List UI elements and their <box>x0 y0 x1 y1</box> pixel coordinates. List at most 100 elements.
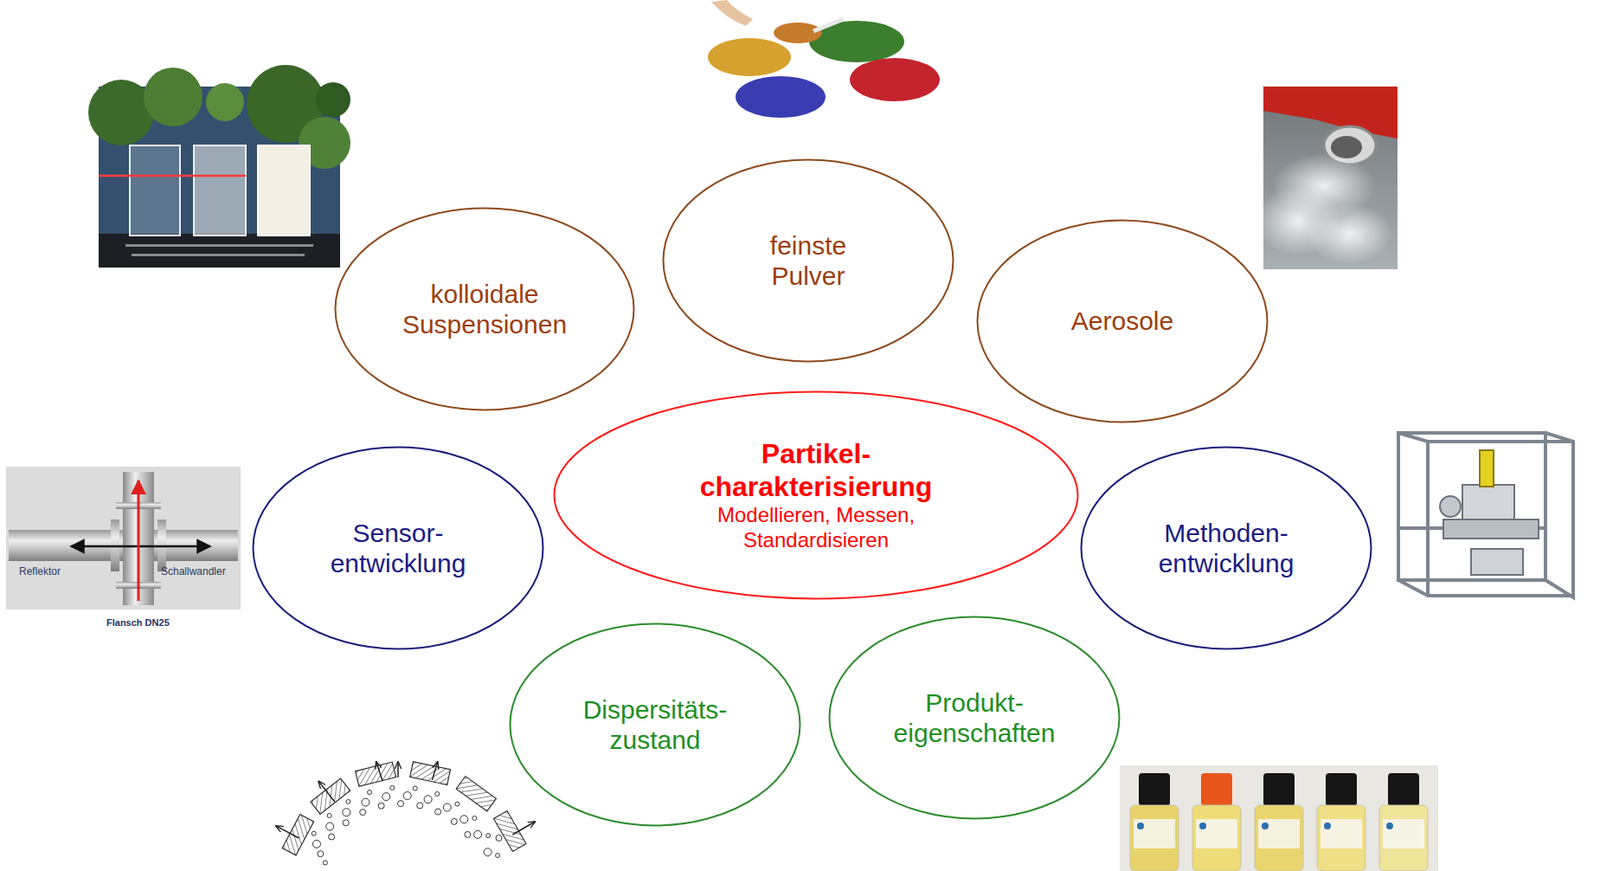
dispersity-sketch-part <box>443 803 451 811</box>
topic-ellipse: feinste Pulver <box>661 158 955 363</box>
colloid-photo-part <box>131 253 305 257</box>
colloid-photo-part <box>129 145 180 236</box>
image-label: Schallwandler <box>160 565 226 578</box>
colloid-photo-part <box>315 82 351 117</box>
dispersity-sketch-part <box>455 801 460 806</box>
pigment-photo-part <box>707 38 791 77</box>
dispersity-sketch-part <box>361 797 370 806</box>
colloid-photo-part <box>143 67 203 127</box>
sensor-photo-part <box>137 480 141 601</box>
dispersity-sketch-part <box>424 795 432 804</box>
dispersity-sketch-part <box>460 815 469 823</box>
machine-drawing-part <box>1479 449 1494 487</box>
topic-ellipse: Sensor- entwicklung <box>251 445 545 650</box>
ellipse-shape <box>663 160 954 362</box>
topic-ellipse: Produkt- eigenschaften <box>828 615 1121 820</box>
dispersity-sketch-part <box>355 761 397 786</box>
node-text-group: Aerosole <box>1071 305 1174 336</box>
node-text-group: kolloidale Suspensionen <box>402 278 567 341</box>
bottle-photo-part <box>1379 772 1428 871</box>
node-title: feinste Pulver <box>770 230 847 292</box>
dispersity-sketch-part <box>410 761 451 785</box>
ellipse-shape <box>554 391 1079 599</box>
bottle-photo-part <box>1382 818 1425 849</box>
machine-drawing-part <box>1398 432 1546 580</box>
ellipse-shape <box>510 623 801 826</box>
bottle-photo-part <box>1130 804 1179 871</box>
dispersity-sketch-part <box>456 776 496 811</box>
dispersity-sketch-part <box>397 761 399 778</box>
image-label: Flansch DN25 <box>106 616 170 628</box>
machine-drawing-part <box>1471 548 1523 575</box>
dispersity-sketch-part <box>367 790 373 795</box>
dispersity-sketch-part <box>359 809 367 816</box>
pigment-photo-part <box>813 19 844 32</box>
dispersity-sketch-part <box>483 848 492 856</box>
bottle-photo-part <box>1317 804 1366 871</box>
colloid-photo-part <box>205 83 245 122</box>
colloid-photo-part <box>125 244 314 247</box>
dispersity-sketch-part <box>346 798 351 804</box>
pigment-photo-part <box>711 0 753 26</box>
bottle-photo <box>1119 764 1439 871</box>
machine-drawing <box>1398 432 1574 598</box>
bottle-photo-part <box>1195 818 1238 849</box>
bottle-photo-part <box>1320 818 1363 849</box>
pigment-photo-part <box>699 0 945 121</box>
dispersity-sketch-part <box>342 819 349 826</box>
node-title: Dispersitäts- zustand <box>583 693 728 756</box>
dispersity-sketch-part <box>282 814 315 855</box>
machine-drawing-part <box>1398 432 1574 442</box>
dispersity-sketch-part <box>318 780 335 802</box>
bottle-photo-part <box>1258 818 1300 849</box>
colloid-photo-part <box>98 174 246 178</box>
pigment-photo-part <box>849 57 940 102</box>
bottle-photo-part <box>1201 772 1233 806</box>
ellipse-outline <box>251 445 545 650</box>
dispersity-sketch-part <box>435 808 442 815</box>
dispersity-sketch-part <box>403 791 412 800</box>
ellipse-outline <box>1079 445 1373 650</box>
node-title: Aerosole <box>1071 305 1174 336</box>
image-label: Reflektor <box>19 565 61 578</box>
topic-ellipse: Dispersitäts- zustand <box>508 622 802 827</box>
machine-drawing-part <box>1439 495 1461 517</box>
colloid-photo <box>88 64 351 268</box>
ellipse-outline <box>828 615 1121 820</box>
colloid-photo-part <box>88 79 155 146</box>
bottle-photo-part <box>1254 804 1304 871</box>
node-title: kolloidale Suspensionen <box>402 278 567 341</box>
dispersity-sketch-part <box>382 792 391 801</box>
dispersity-sketch-part <box>327 813 332 818</box>
machine-drawing-part <box>1462 484 1515 520</box>
machine-drawing-part <box>1545 432 1574 598</box>
node-text-group: Partikel- charakterisierungModellieren, … <box>673 437 959 553</box>
bottle-photo-part <box>1199 822 1207 829</box>
node-title: Methoden- entwicklung <box>1158 517 1295 579</box>
node-text-group: Produkt- eigenschaften <box>893 687 1056 749</box>
sensor-photo-part <box>6 466 241 610</box>
machine-drawing-part <box>1443 519 1539 539</box>
ellipse-shape <box>977 220 1268 423</box>
bottle-photo-part <box>1325 772 1357 806</box>
bottle-photo-part <box>1263 772 1295 806</box>
node-text-group: Dispersitäts- zustand <box>583 693 728 756</box>
sensor-photo-part <box>70 545 211 548</box>
dispersity-sketch-part <box>450 817 457 824</box>
bottle-photo-part <box>1254 772 1304 871</box>
bottle-photo-part <box>1323 822 1331 829</box>
pigment-photo-part <box>735 76 826 118</box>
machine-drawing-part <box>1398 579 1574 596</box>
node-title: Sensor- entwicklung <box>330 517 467 579</box>
dispersity-sketch-part <box>417 802 424 809</box>
exhaust-photo-part <box>1263 86 1398 139</box>
bottle-photo-part <box>1192 804 1241 871</box>
sensor-photo <box>6 466 241 610</box>
bottle-photo-part <box>1387 772 1420 806</box>
topic-ellipse: Aerosole <box>976 218 1269 424</box>
dispersity-sketch-part <box>493 809 527 851</box>
dispersity-sketch-part <box>495 834 502 841</box>
exhaust-photo-part <box>1306 203 1394 264</box>
